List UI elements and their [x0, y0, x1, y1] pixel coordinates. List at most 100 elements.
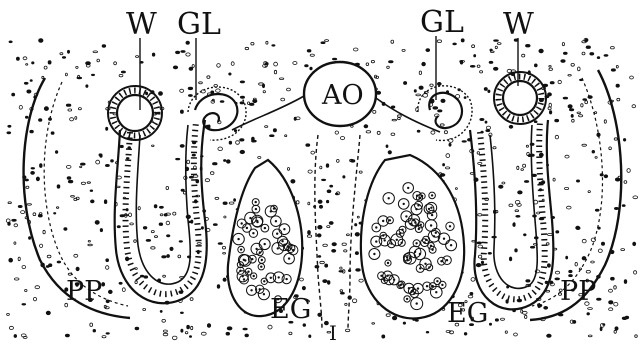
stipple-dot: [40, 164, 43, 168]
germ-cell-nucleus: [388, 197, 390, 199]
stipple-dot: [563, 97, 568, 99]
stipple-dot: [524, 234, 527, 236]
stipple-dot: [12, 93, 15, 96]
stipple-dot: [54, 213, 56, 215]
stipple-dot: [27, 90, 31, 93]
stipple-dot: [81, 182, 85, 184]
stipple-dot: [46, 311, 50, 315]
stipple-dot: [76, 66, 78, 68]
stipple-dot: [509, 257, 511, 261]
stipple-dot: [307, 235, 311, 237]
germ-cell-nucleus: [382, 220, 384, 222]
stipple-dot: [12, 219, 17, 221]
stipple-dot: [159, 206, 163, 208]
stipple-dot: [106, 266, 109, 270]
stipple-dot: [229, 73, 231, 75]
stipple-dot: [598, 249, 602, 252]
germ-cell-nucleus: [396, 239, 398, 241]
right-glomerulus: [429, 93, 462, 128]
stipple-dot: [548, 233, 553, 235]
germ-cell-nucleus: [415, 208, 417, 210]
stipple-dot: [43, 230, 45, 234]
stipple-dot: [159, 223, 163, 226]
germ-cell-nucleus: [443, 238, 445, 240]
stipple-dot: [497, 43, 501, 45]
stipple-dot: [44, 107, 48, 111]
stipple-dot: [555, 278, 560, 280]
stipple-dot: [102, 45, 106, 48]
stipple-dot: [215, 197, 219, 199]
stipple-dot: [26, 64, 28, 66]
stipple-dot: [57, 261, 61, 263]
stipple-dot: [616, 84, 619, 87]
stipple-dot: [550, 281, 553, 284]
stipple-dot: [293, 62, 297, 65]
stipple-dot: [22, 266, 26, 269]
stipple-dot: [453, 43, 457, 45]
stipple-dot: [193, 175, 198, 177]
stipple-dot: [65, 73, 67, 76]
stipple-dot: [222, 246, 225, 249]
stipple-dot: [91, 200, 95, 203]
left-wolffian-duct-lumen: [117, 95, 153, 131]
stipple-dot: [100, 229, 102, 232]
stipple-dot: [332, 243, 336, 246]
stipple-dot: [26, 186, 29, 188]
stipple-dot: [91, 74, 94, 76]
stipple-dot: [135, 281, 137, 284]
stipple-dot: [207, 76, 210, 79]
stipple-dot: [207, 324, 210, 328]
stipple-dot: [614, 286, 617, 289]
stipple-dot: [494, 40, 499, 42]
stipple-dot: [355, 233, 359, 237]
stipple-dot: [398, 115, 402, 117]
germ-cell-nucleus: [275, 220, 277, 222]
stipple-dot: [176, 51, 180, 54]
stipple-dot: [272, 45, 275, 47]
stipple-dot: [227, 327, 232, 330]
stipple-dot: [586, 270, 590, 273]
stipple-dot: [455, 188, 457, 190]
stipple-dot: [270, 135, 275, 137]
stipple-dot: [343, 176, 345, 178]
stipple-dot: [337, 159, 340, 162]
stipple-dot: [493, 147, 496, 149]
germ-cell-nucleus: [431, 214, 433, 216]
stipple-dot: [576, 180, 579, 182]
germ-cell-nucleus: [387, 262, 389, 264]
left-wolffian-tube-inner: [136, 125, 190, 284]
stipple-dot: [622, 205, 625, 207]
stipple-dot: [57, 185, 60, 188]
stipple-dot: [521, 310, 523, 313]
stipple-dot: [18, 205, 22, 207]
stipple-dot: [480, 118, 484, 120]
stipple-dot: [573, 320, 576, 323]
label-gl-left: GL: [177, 7, 221, 42]
stipple-dot: [323, 280, 327, 283]
stipple-dot: [180, 89, 184, 92]
stipple-dot: [56, 207, 58, 209]
germ-cell-nucleus: [285, 278, 287, 280]
stipple-dot: [441, 99, 445, 102]
stipple-dot: [568, 105, 572, 108]
germ-cell-nucleus: [380, 275, 382, 277]
stipple-dot: [24, 82, 28, 84]
stipple-dot: [253, 100, 257, 103]
stipple-dot: [480, 71, 483, 73]
germ-cell-nucleus: [255, 201, 257, 203]
stipple-dot: [119, 74, 123, 76]
stipple-dot: [181, 51, 185, 53]
stipple-dot: [550, 82, 554, 84]
stipple-dot: [305, 65, 309, 67]
stipple-dot: [105, 164, 109, 166]
stipple-dot: [571, 114, 573, 117]
stipple-dot: [67, 50, 69, 53]
stipple-dot: [163, 330, 167, 332]
stipple-dot: [464, 97, 466, 99]
stipple-dot: [166, 186, 169, 189]
stipple-dot: [71, 195, 75, 197]
stipple-dot: [332, 249, 336, 252]
stipple-dot: [96, 160, 100, 164]
germ-cell-nucleus: [430, 224, 432, 226]
stipple-dot: [39, 39, 43, 43]
